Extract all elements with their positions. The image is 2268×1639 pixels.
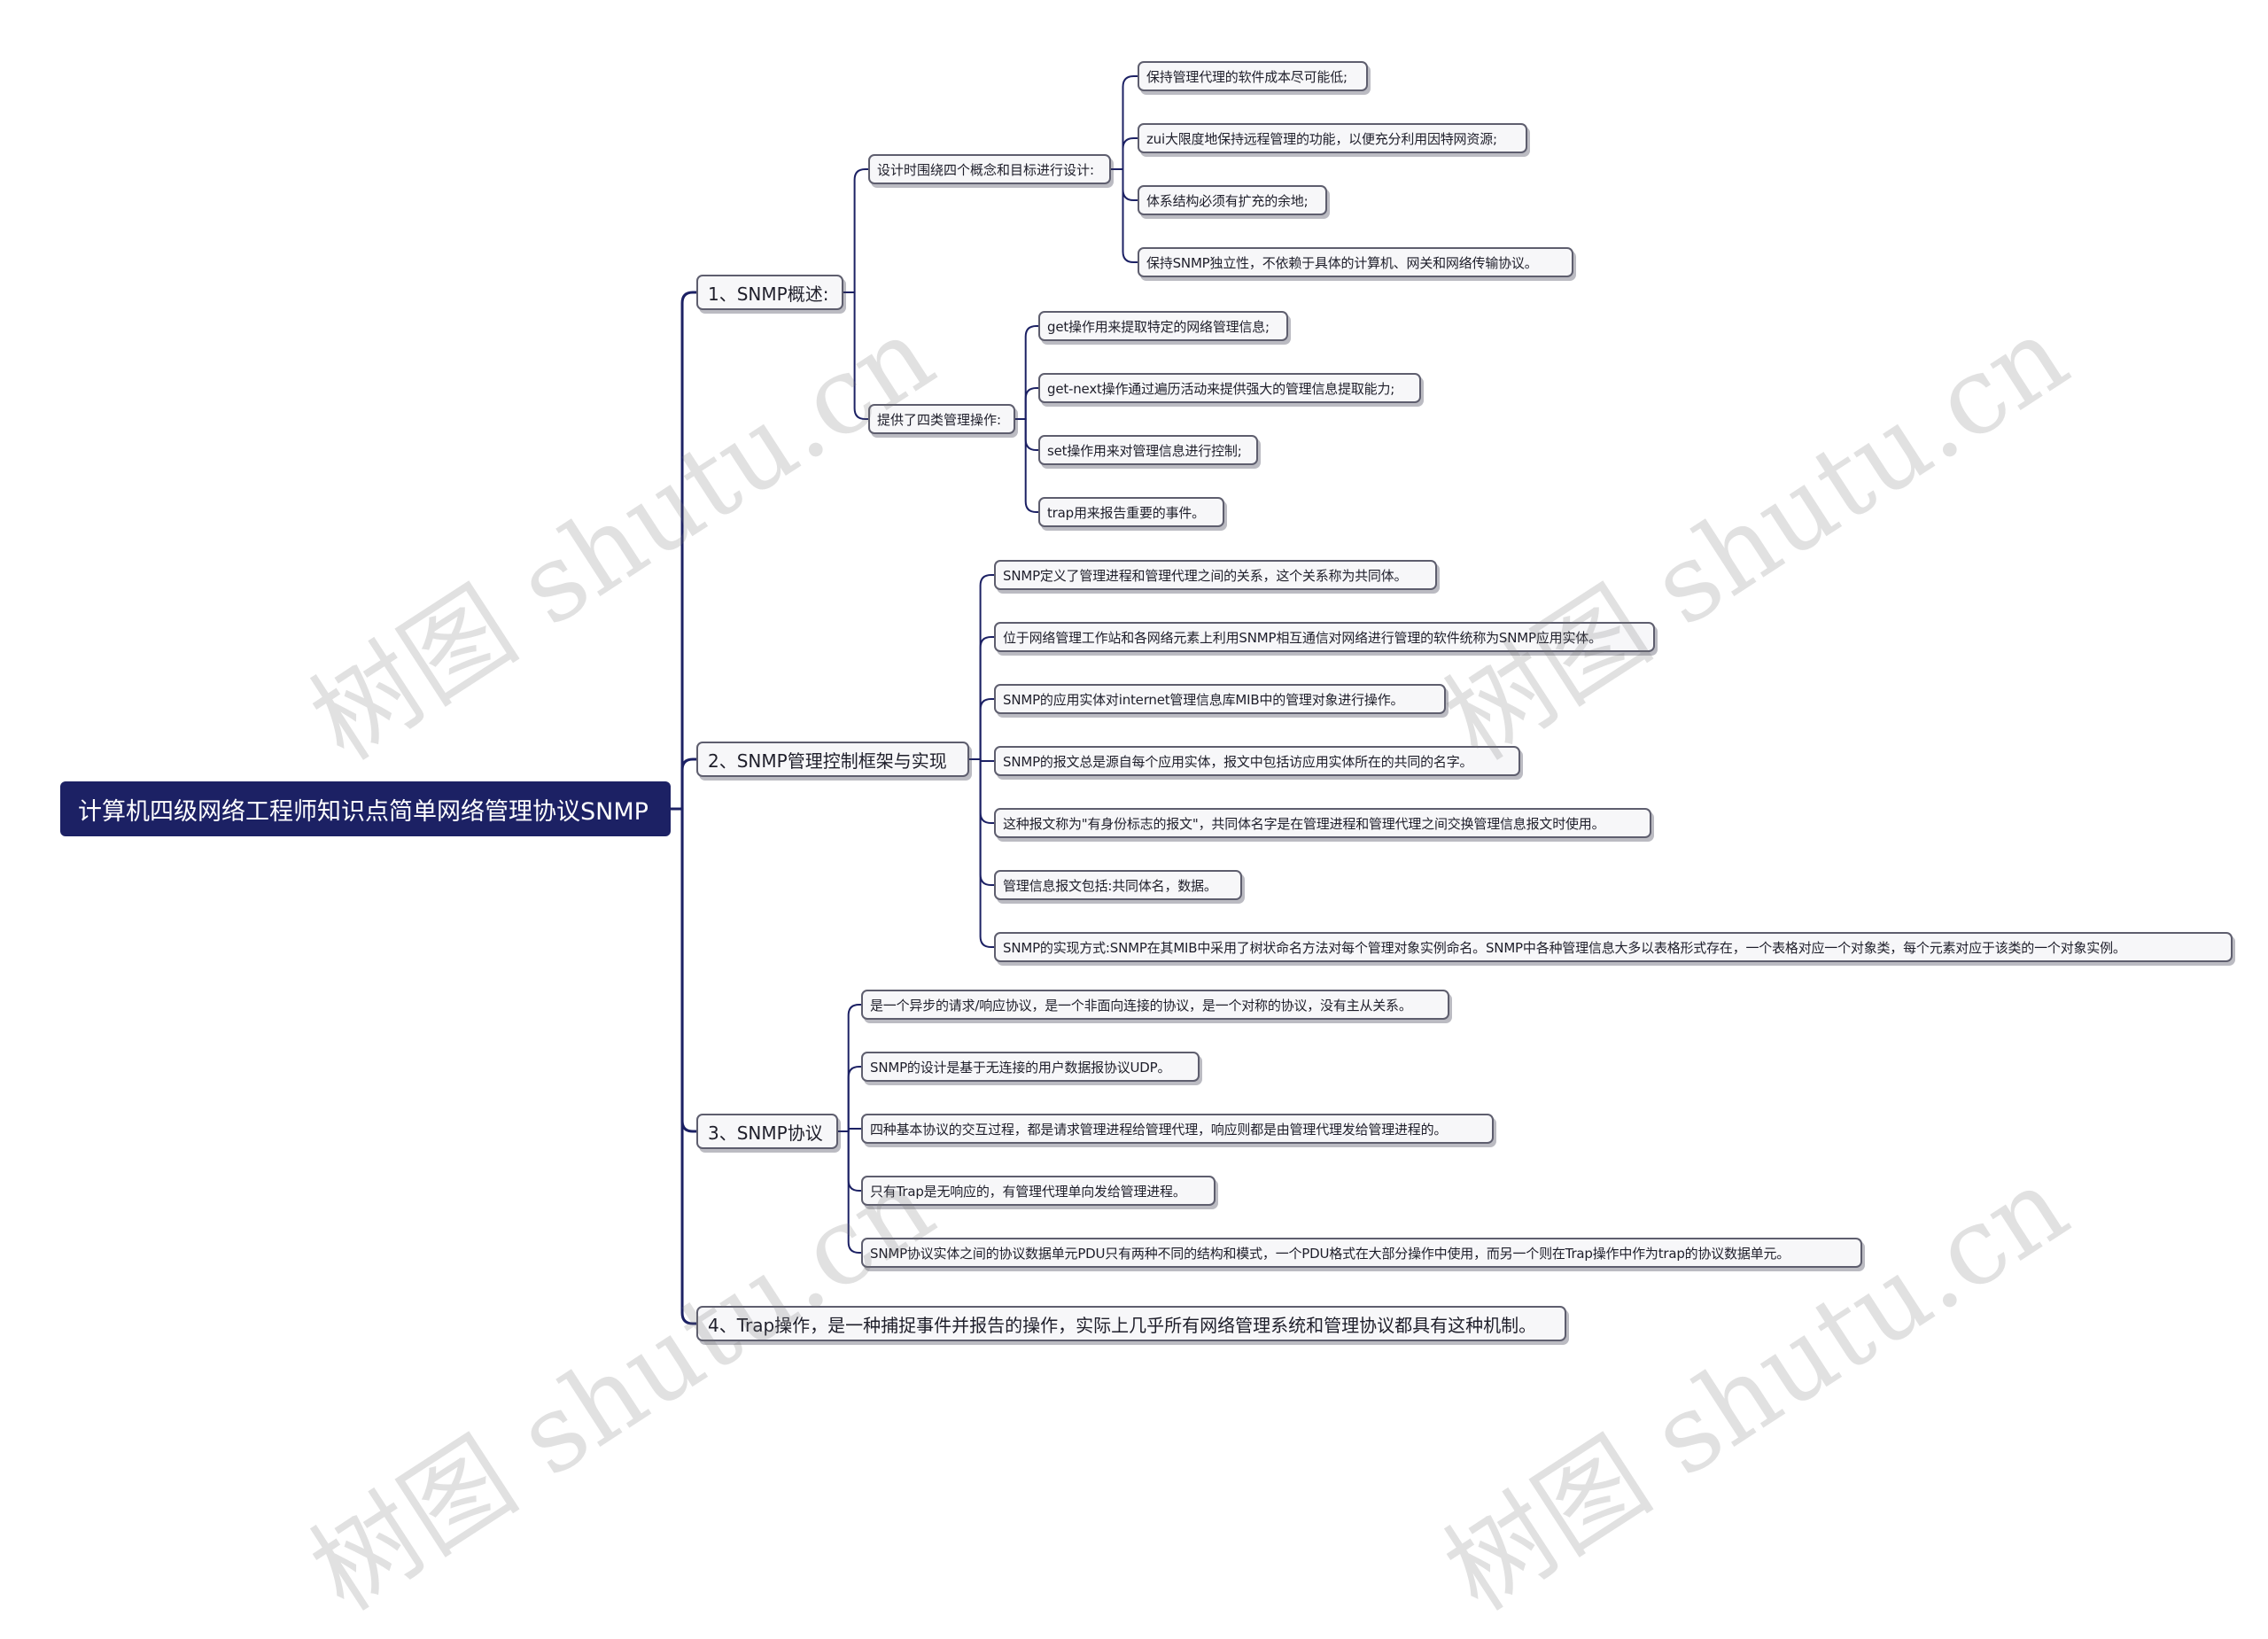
connector-line [979, 636, 995, 760]
connector-line [847, 1128, 862, 1132]
connector-line [979, 574, 995, 760]
connector-line [979, 698, 995, 760]
connector-line [847, 1130, 862, 1192]
leaf-framework-item[interactable]: 位于网络管理工作站和各网络元素上利用SNMP相互通信对网络进行管理的软件统称为S… [994, 622, 1655, 652]
leaf-protocol-item[interactable]: SNMP的设计是基于无连接的用户数据报协议UDP。 [861, 1052, 1200, 1082]
leaf-protocol-item[interactable]: 四种基本协议的交互过程，都是请求管理进程给管理代理，响应则都是由管理代理发给管理… [861, 1114, 1494, 1144]
connector-line [1024, 387, 1039, 420]
leaf-framework-item[interactable]: SNMP的报文总是源自每个应用实体，报文中包括访应用实体所在的共同的名字。 [994, 746, 1520, 776]
mindmap-canvas: 计算机四级网络工程师知识点简单网络管理协议SNMP 1、SNMP概述: 2、SN… [60, 61, 2233, 1635]
connector-line [680, 807, 698, 1133]
connector-line [1122, 168, 1138, 263]
leaf-protocol-item[interactable]: 只有Trap是无响应的，有管理代理单向发给管理进程。 [861, 1176, 1216, 1206]
connector-line [1122, 168, 1138, 201]
connector-line [847, 1130, 862, 1254]
connector-line [853, 291, 869, 420]
leaf-operation[interactable]: get操作用来提取特定的网络管理信息; [1038, 311, 1288, 341]
leaf-operation[interactable]: get-next操作通过遍历活动来提供强大的管理信息提取能力; [1038, 373, 1421, 403]
leaf-design-goal[interactable]: zui大限度地保持远程管理的功能，以便充分利用因特网资源; [1138, 123, 1527, 153]
connector-line [1024, 325, 1039, 420]
leaf-operation[interactable]: trap用来报告重要的事件。 [1038, 497, 1224, 527]
connector-line [979, 758, 995, 762]
leaf-design-goal[interactable]: 体系结构必须有扩充的余地; [1138, 185, 1327, 215]
leaf-protocol-item[interactable]: SNMP协议实体之间的协议数据单元PDU只有两种不同的结构和模式，一个PDU格式… [861, 1238, 1862, 1268]
subnode-management-operations[interactable]: 提供了四类管理操作: [868, 404, 1015, 434]
connector-line [680, 807, 698, 1325]
branch-snmp-overview[interactable]: 1、SNMP概述: [696, 275, 843, 310]
branch-snmp-framework[interactable]: 2、SNMP管理控制框架与实现 [696, 742, 969, 777]
connector-line [847, 1004, 862, 1132]
leaf-protocol-item[interactable]: 是一个异步的请求/响应协议，是一个非面向连接的协议，是一个对称的协议，没有主从关… [861, 990, 1449, 1020]
leaf-framework-item[interactable]: SNMP定义了管理进程和管理代理之间的关系，这个关系称为共同体。 [994, 560, 1437, 590]
root-node[interactable]: 计算机四级网络工程师知识点简单网络管理协议SNMP [60, 781, 671, 836]
connector-line [1024, 418, 1039, 513]
leaf-framework-item[interactable]: 这种报文称为"有身份标志的报文"，共同体名字是在管理进程和管理代理之间交换管理信… [994, 808, 1651, 838]
connector-line [847, 1066, 862, 1132]
connector-line [1122, 75, 1138, 170]
leaf-framework-item[interactable]: 管理信息报文包括:共同体名，数据。 [994, 870, 1242, 900]
branch-snmp-protocol[interactable]: 3、SNMP协议 [696, 1114, 838, 1149]
connector-line [680, 291, 698, 811]
connector-lines [669, 75, 1138, 1325]
leaf-framework-item[interactable]: SNMP的实现方式:SNMP在其MIB中采用了树状命名方法对每个管理对象实例命名… [994, 932, 2233, 962]
connector-line [1122, 137, 1138, 170]
branch-trap-operation[interactable]: 4、Trap操作，是一种捕捉事件并报告的操作，实际上几乎所有网络管理系统和管理协… [696, 1306, 1566, 1341]
connector-line [680, 757, 698, 811]
leaf-operation[interactable]: set操作用来对管理信息进行控制; [1038, 435, 1258, 465]
connector-line [853, 168, 869, 293]
connector-line [979, 758, 995, 824]
connector-line [1024, 418, 1039, 451]
connector-line [979, 758, 995, 948]
subnode-design-goals[interactable]: 设计时围绕四个概念和目标进行设计: [868, 154, 1111, 184]
leaf-design-goal[interactable]: 保持SNMP独立性，不依赖于具体的计算机、网关和网络传输协议。 [1138, 247, 1573, 277]
leaf-design-goal[interactable]: 保持管理代理的软件成本尽可能低; [1138, 61, 1368, 91]
leaf-framework-item[interactable]: SNMP的应用实体对internet管理信息库MIB中的管理对象进行操作。 [994, 684, 1446, 714]
